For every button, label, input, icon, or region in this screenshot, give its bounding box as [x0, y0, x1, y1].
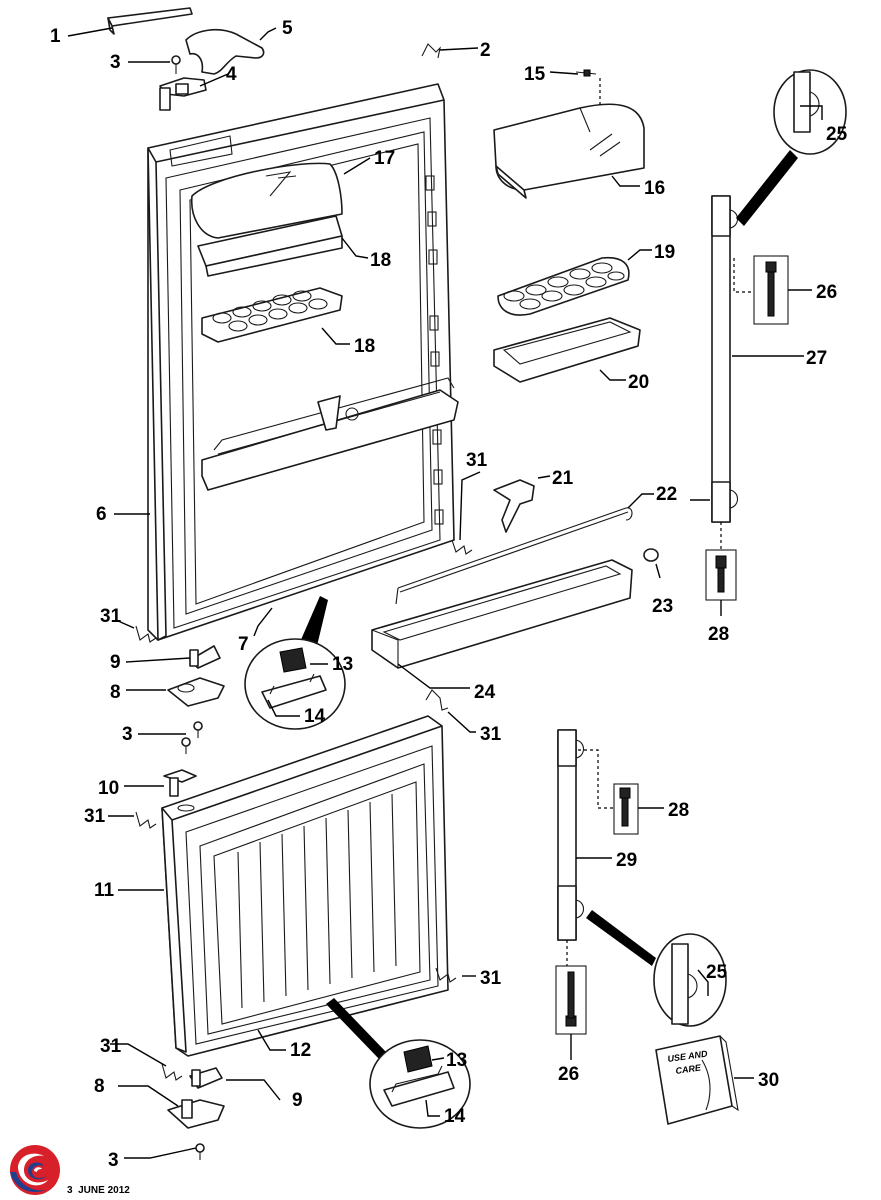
part-9-lower-hinge-pin — [189, 1067, 223, 1089]
part-31-clip-lower-left — [161, 1063, 183, 1081]
part-10-freezer-hinge — [163, 769, 197, 797]
callout-15: 15 — [524, 64, 546, 85]
callout-23: 23 — [652, 596, 673, 617]
callout-31-e: 31 — [480, 968, 502, 989]
part-3-screw-top — [171, 55, 181, 74]
part-31-clip-upper-left — [135, 625, 157, 643]
callout-31-c: 31 — [84, 806, 106, 827]
brand-logo — [10, 1145, 60, 1195]
callout-11: 11 — [94, 880, 115, 901]
part-20-tray — [493, 317, 641, 383]
callout-3-top: 3 — [110, 52, 121, 73]
callout-31-a: 31 — [100, 606, 122, 627]
callout-27: 27 — [806, 348, 827, 369]
part-31-clip-upper-right — [451, 539, 473, 555]
callout-9-a: 9 — [110, 652, 121, 673]
part-26-screw-freezer — [555, 965, 587, 1035]
part-21-bracket — [493, 479, 535, 533]
part-27-fridge-handle — [711, 195, 739, 523]
callout-28-top: 28 — [708, 624, 729, 645]
part-18-door-shelf-upper — [197, 215, 343, 277]
part-19-egg-tray — [497, 256, 630, 316]
part-31-clip-lower-right — [435, 967, 457, 983]
callout-2: 2 — [480, 40, 491, 61]
detail-handle-bottom — [586, 910, 727, 1027]
callout-3-mid: 3 — [122, 724, 133, 745]
part-2-clip — [421, 43, 441, 59]
callout-25-top: 25 — [826, 124, 848, 145]
callout-8-a: 8 — [110, 682, 121, 703]
callout-9-b: 9 — [292, 1090, 303, 1111]
callout-13-lower: 13 — [446, 1050, 467, 1071]
leader-lines — [67, 27, 823, 1159]
detail-handle-top — [736, 69, 847, 226]
part-22-retainer-bar — [395, 507, 633, 605]
part-4-top-hinge — [159, 77, 207, 111]
page-footer: 3 JUNE 2012 — [67, 1185, 130, 1196]
callout-14-upper: 14 — [304, 706, 326, 727]
callout-18-lower: 18 — [354, 336, 375, 357]
part-31-clip-mid-left — [135, 811, 157, 829]
callout-numbers: 1 5 2 3 4 15 17 16 18 18 19 20 21 22 23 … — [50, 18, 848, 1171]
callout-16: 16 — [644, 178, 665, 199]
part-30-use-and-care-booklet: USE AND CARE — [655, 1035, 739, 1125]
callout-26-top: 26 — [816, 282, 837, 303]
part-23-plug — [643, 548, 659, 562]
callout-18-upper: 18 — [370, 250, 391, 271]
detail-upper-gasket — [244, 596, 346, 730]
callout-6: 6 — [96, 504, 107, 525]
part-3-screw-middle — [181, 721, 203, 754]
part-9-middle-hinge-pin — [189, 645, 221, 669]
part-8-lower-hinge — [167, 1099, 225, 1129]
callout-31-f: 31 — [100, 1036, 122, 1057]
callout-30: 30 — [758, 1070, 779, 1091]
callout-13-upper: 13 — [332, 654, 353, 675]
part-5-hinge-bracket-cover — [185, 28, 265, 75]
booklet-title-line2: CARE — [675, 1062, 703, 1076]
callout-31-d: 31 — [480, 724, 502, 745]
part-31-clip-mid-right — [425, 689, 449, 711]
door-bottle-shelf — [201, 377, 459, 491]
callout-12: 12 — [290, 1040, 311, 1061]
callout-24: 24 — [474, 682, 496, 703]
callout-14-lower: 14 — [444, 1106, 466, 1127]
callout-4: 4 — [226, 64, 237, 85]
callout-22: 22 — [656, 484, 677, 505]
detail-lower-gasket — [326, 998, 471, 1129]
callout-31-b: 31 — [466, 450, 488, 471]
callout-7: 7 — [238, 634, 249, 655]
part-16-dairy-door — [493, 103, 645, 199]
callout-21: 21 — [552, 468, 574, 489]
part-1-hinge-cover — [107, 7, 193, 35]
part-3-screw-bottom — [195, 1143, 205, 1160]
part-28-screw-fridge — [705, 549, 737, 601]
part-15-screw — [575, 69, 597, 77]
callout-20: 20 — [628, 372, 649, 393]
part-11-freezer-door — [161, 715, 449, 1057]
callout-5: 5 — [282, 18, 293, 39]
callout-26-bottom: 26 — [558, 1064, 579, 1085]
part-26-screw-fridge — [753, 255, 789, 325]
page-number: 3 — [67, 1185, 73, 1196]
part-28-screw-freezer — [613, 783, 639, 835]
callout-10: 10 — [98, 778, 119, 799]
part-17-dairy-cover — [191, 162, 343, 239]
callout-3-bottom: 3 — [108, 1150, 119, 1171]
part-29-freezer-handle — [557, 729, 585, 941]
part-18-egg-shelf — [201, 287, 343, 343]
part-8-middle-hinge — [167, 677, 225, 707]
callout-19: 19 — [654, 242, 675, 263]
callout-17: 17 — [374, 148, 395, 169]
callout-25-bottom: 25 — [706, 962, 728, 983]
callout-28-lower: 28 — [668, 800, 689, 821]
callout-1: 1 — [50, 26, 61, 47]
revision-date: JUNE 2012 — [78, 1185, 130, 1196]
callout-8-b: 8 — [94, 1076, 105, 1097]
part-24-door-bin — [371, 559, 633, 669]
callout-29: 29 — [616, 850, 637, 871]
